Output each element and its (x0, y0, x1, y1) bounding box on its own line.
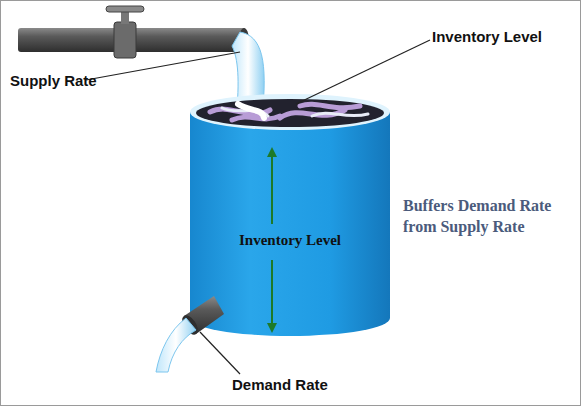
callout-label: Supply Rate (10, 72, 97, 89)
callout-label: Inventory Level (432, 28, 542, 45)
splash (238, 104, 264, 118)
pipe-coupling (114, 22, 136, 58)
leader-line (296, 40, 430, 104)
note-text: Buffers Demand Rate from Supply Rate (403, 196, 573, 238)
callout-label: Demand Rate (232, 376, 328, 393)
demand-water (156, 318, 196, 372)
tank-rim (190, 94, 390, 130)
tank-body (190, 112, 390, 336)
level-arrow-down (271, 260, 273, 328)
leader-line (86, 52, 240, 80)
tank-label: Inventory Level (188, 232, 392, 249)
liquid-surface (196, 99, 384, 127)
leader-line (200, 332, 240, 374)
tank-shape: Inventory Level (188, 92, 392, 338)
liquid-swirls (210, 104, 360, 120)
level-arrow-up (271, 152, 273, 224)
valve-handle (106, 6, 144, 12)
